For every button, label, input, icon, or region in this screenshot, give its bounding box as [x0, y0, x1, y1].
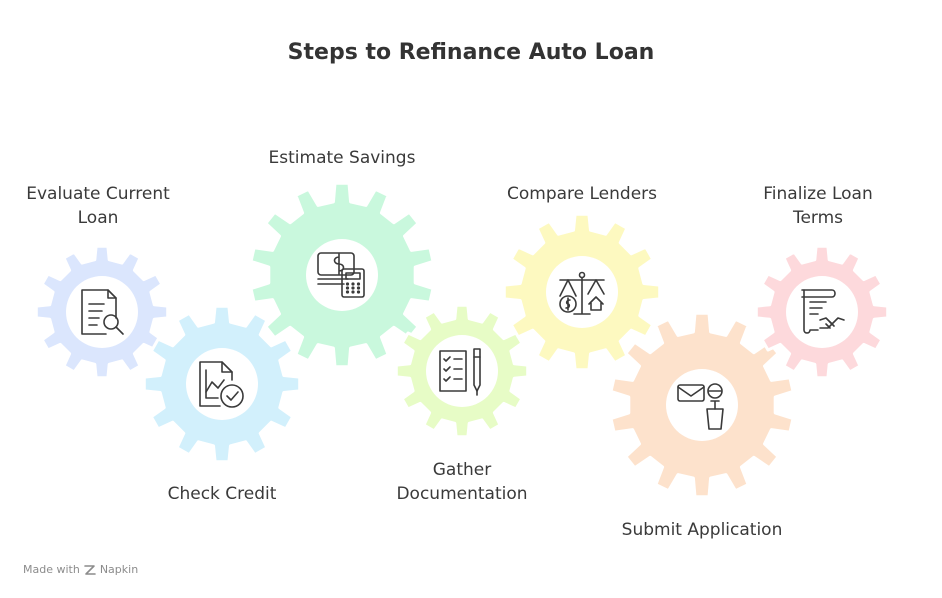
- napkin-logo-icon: [84, 564, 96, 575]
- step-label-compare-lenders: Compare Lenders: [506, 184, 658, 204]
- page-title: Steps to Refinance Auto Loan: [287, 40, 655, 65]
- step-label-evaluate-current-loan: Evaluate Current Loan: [26, 184, 170, 228]
- credit-chart-check-icon: [199, 361, 244, 408]
- gear-finalize-loan-terms: [754, 244, 890, 380]
- step-label-gather-documentation: Gather Documentation: [396, 460, 528, 504]
- mail-person-icon: [677, 383, 724, 430]
- gear-evaluate-current-loan: [34, 244, 170, 380]
- gears-layer: [34, 181, 890, 499]
- contract-handshake-icon: [801, 289, 845, 334]
- gear-hub: [66, 276, 138, 348]
- gear-hub: [786, 276, 858, 348]
- checklist-pen-icon: [439, 348, 481, 396]
- balance-scale-icon: [559, 271, 605, 315]
- made-with-napkin-footer: Made with Napkin: [23, 563, 138, 576]
- money-calculator-icon: [317, 252, 365, 298]
- document-search-icon: [81, 289, 124, 335]
- step-label-check-credit: Check Credit: [167, 484, 277, 504]
- napkin-brand-text: Napkin: [99, 563, 139, 576]
- gear-hub: [666, 369, 738, 441]
- made-with-text: Made with: [23, 563, 80, 576]
- gear-hub: [426, 335, 498, 407]
- step-label-finalize-loan-terms: Finalize Loan Terms: [763, 184, 873, 228]
- icons-layer: [81, 252, 845, 430]
- step-label-estimate-savings: Estimate Savings: [268, 148, 416, 168]
- step-label-submit-application: Submit Application: [621, 520, 783, 540]
